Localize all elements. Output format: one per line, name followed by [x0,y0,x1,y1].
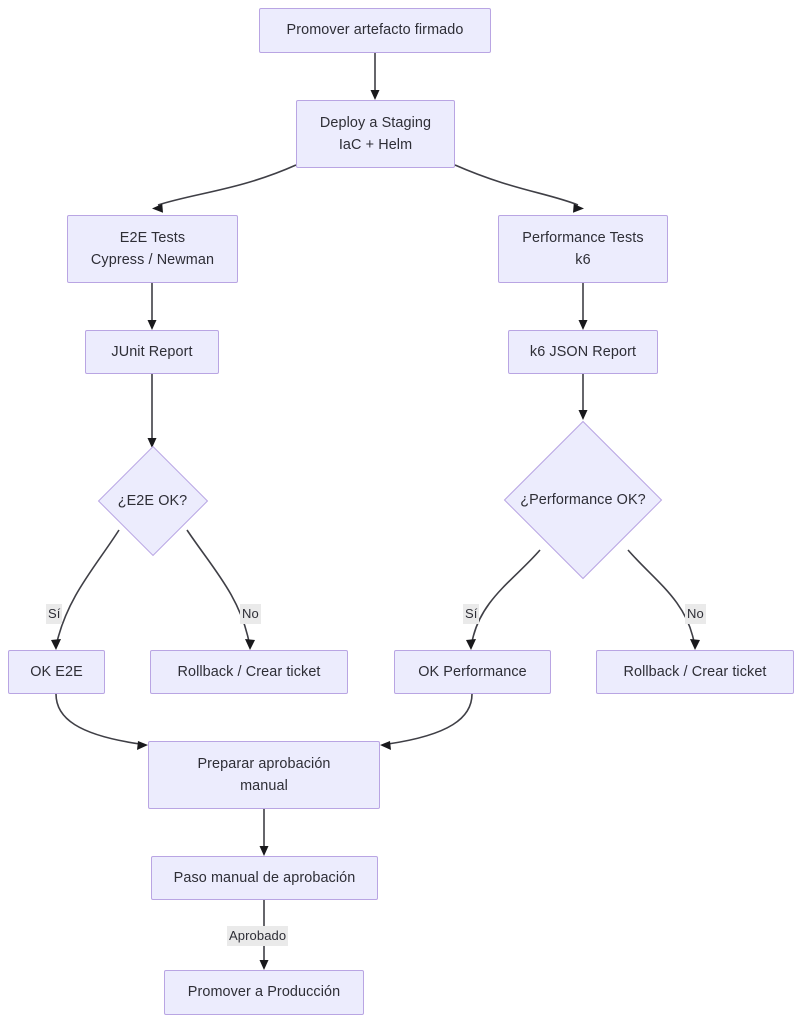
node-label: Deploy a Staging [319,114,432,131]
arrowhead [578,410,588,420]
arrowhead [466,639,476,650]
node-ok-e2e[interactable]: OK E2E [8,650,105,694]
edge-label-e2e-no: No [240,604,261,624]
node-e2e-decision-label: ¿E2E OK? [82,486,223,516]
node-label: Promover artefacto firmado [286,22,464,39]
node-label: Rollback / Crear ticket [177,663,321,680]
node-promover-produccion[interactable]: Promover a Producción [164,970,364,1015]
edge-e2e-no [186,529,250,643]
node-label: OK Performance [418,663,527,680]
arrowhead [578,320,588,330]
edge-oke2e-to-preparar [55,693,141,745]
node-rollback-e2e[interactable]: Rollback / Crear ticket [150,650,348,694]
edge-deploy-to-perf [454,164,579,206]
edge-label-text: No [242,606,259,621]
arrowhead [690,639,700,650]
node-preparar-aprobacion-manual[interactable]: Preparar aprobación manual [148,741,380,809]
edge-label-aprobado: Aprobado [227,926,289,946]
edge-label-e2e-yes: Sí [46,604,63,624]
edge-deploy-to-e2e [157,164,297,206]
node-paso-manual-aprobacion[interactable]: Paso manual de aprobación [151,856,378,900]
edge-e2e-yes [56,529,120,643]
edge-perf-yes [471,549,541,643]
node-ok-performance[interactable]: OK Performance [394,650,551,694]
node-performance-decision-label: ¿Performance OK? [493,485,673,515]
node-k6-json-report[interactable]: k6 JSON Report [508,330,658,374]
arrowhead [370,90,380,100]
node-label: ¿E2E OK? [117,493,188,509]
arrowhead [147,320,157,330]
node-label: OK E2E [30,663,83,680]
node-label: ¿Performance OK? [520,492,646,508]
node-label: E2E Tests [119,229,186,246]
arrowhead [51,639,61,650]
edge-label-text: Aprobado [229,928,287,943]
edge-label-perf-yes: Sí [463,604,480,624]
arrowhead [147,438,157,448]
node-label: Paso manual de aprobación [173,869,356,886]
node-label-line2: IaC + Helm [338,137,413,153]
node-label: Rollback / Crear ticket [623,663,767,680]
arrowhead [259,960,269,970]
arrowhead [137,741,148,750]
node-label-line2: manual [240,778,288,794]
node-junit-report[interactable]: JUnit Report [85,330,219,374]
arrowhead [245,639,255,650]
edge-label-text: Sí [465,606,478,621]
edge-label-text: Sí [48,606,61,621]
node-promover-artefacto[interactable]: Promover artefacto firmado [259,8,491,53]
node-e2e-tests[interactable]: E2E Tests Cypress / Newman [67,215,238,283]
node-deploy-staging[interactable]: Deploy a Staging IaC + Helm [296,100,455,168]
node-label: k6 JSON Report [529,343,637,360]
node-rollback-performance[interactable]: Rollback / Crear ticket [596,650,794,694]
edge-label-text: No [687,606,704,621]
node-label: Promover a Producción [187,984,341,1001]
arrowhead [572,203,584,213]
edge-perf-no [627,549,695,643]
node-label-line2: k6 [575,252,591,268]
edge-label-perf-no: No [685,604,706,624]
arrowhead [259,846,269,856]
node-label: Performance Tests [522,229,644,246]
node-performance-tests[interactable]: Performance Tests k6 [498,215,668,283]
node-label: Preparar aprobación [197,755,331,772]
node-label: JUnit Report [111,343,193,360]
arrowhead [380,741,391,750]
arrowhead [152,203,164,213]
node-label-line2: Cypress / Newman [90,252,215,268]
edge-okperf-to-preparar [387,693,473,745]
